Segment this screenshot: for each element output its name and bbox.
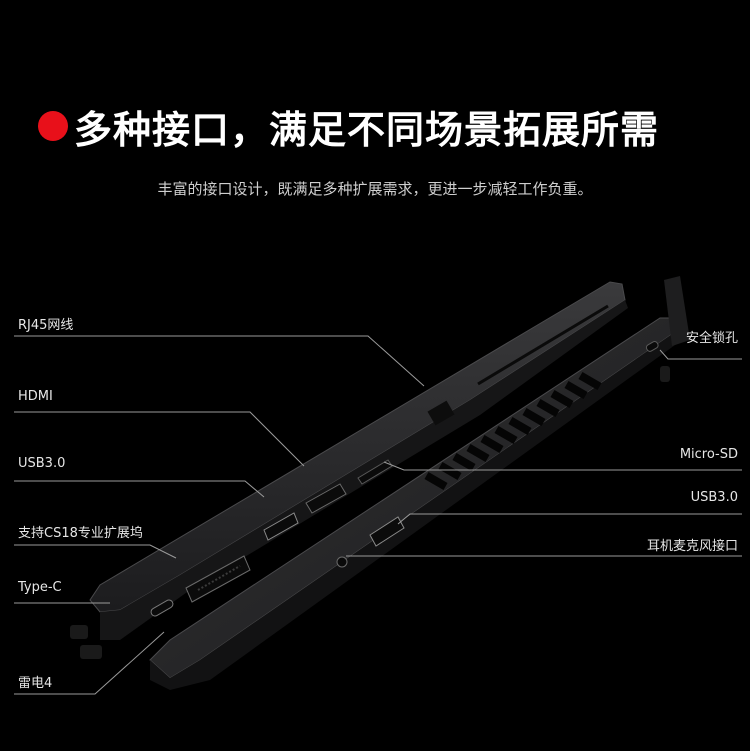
page-title: 多种接口，满足不同场景拓展所需 <box>74 107 660 152</box>
callout-lines <box>14 335 742 695</box>
callout-hdmi <box>14 411 305 467</box>
label-audio: 耳机麦克风接口 <box>646 539 738 554</box>
label-lock: 安全锁孔 <box>685 331 738 346</box>
laptop-left-side-image <box>70 281 628 659</box>
callout-tb4 <box>14 631 165 695</box>
label-usb30-left: USB3.0 <box>18 456 66 471</box>
callout-microsd <box>383 461 742 471</box>
callout-dock <box>14 544 177 559</box>
label-dock: 支持CS18专业扩展坞 <box>18 526 143 541</box>
label-usb30-right: USB3.0 <box>690 490 738 505</box>
title-row: 多种接口，满足不同场景拓展所需 <box>38 96 728 156</box>
laptop-right-side-image <box>149 276 690 690</box>
callout-usb-left <box>14 480 265 498</box>
label-microsd: Micro-SD <box>679 447 738 462</box>
red-dot-icon <box>38 111 68 141</box>
label-thunderbolt4: 雷电4 <box>18 676 53 691</box>
label-hdmi: HDMI <box>18 389 53 404</box>
page-subtitle: 丰富的接口设计，既满足多种扩展需求，更进一步减轻工作负重。 <box>157 180 593 198</box>
callout-lock <box>659 349 742 360</box>
label-type-c: Type-C <box>18 580 62 595</box>
callout-usb-right <box>397 513 742 525</box>
label-rj45: RJ45网线 <box>18 318 74 333</box>
callout-rj45 <box>14 335 425 387</box>
